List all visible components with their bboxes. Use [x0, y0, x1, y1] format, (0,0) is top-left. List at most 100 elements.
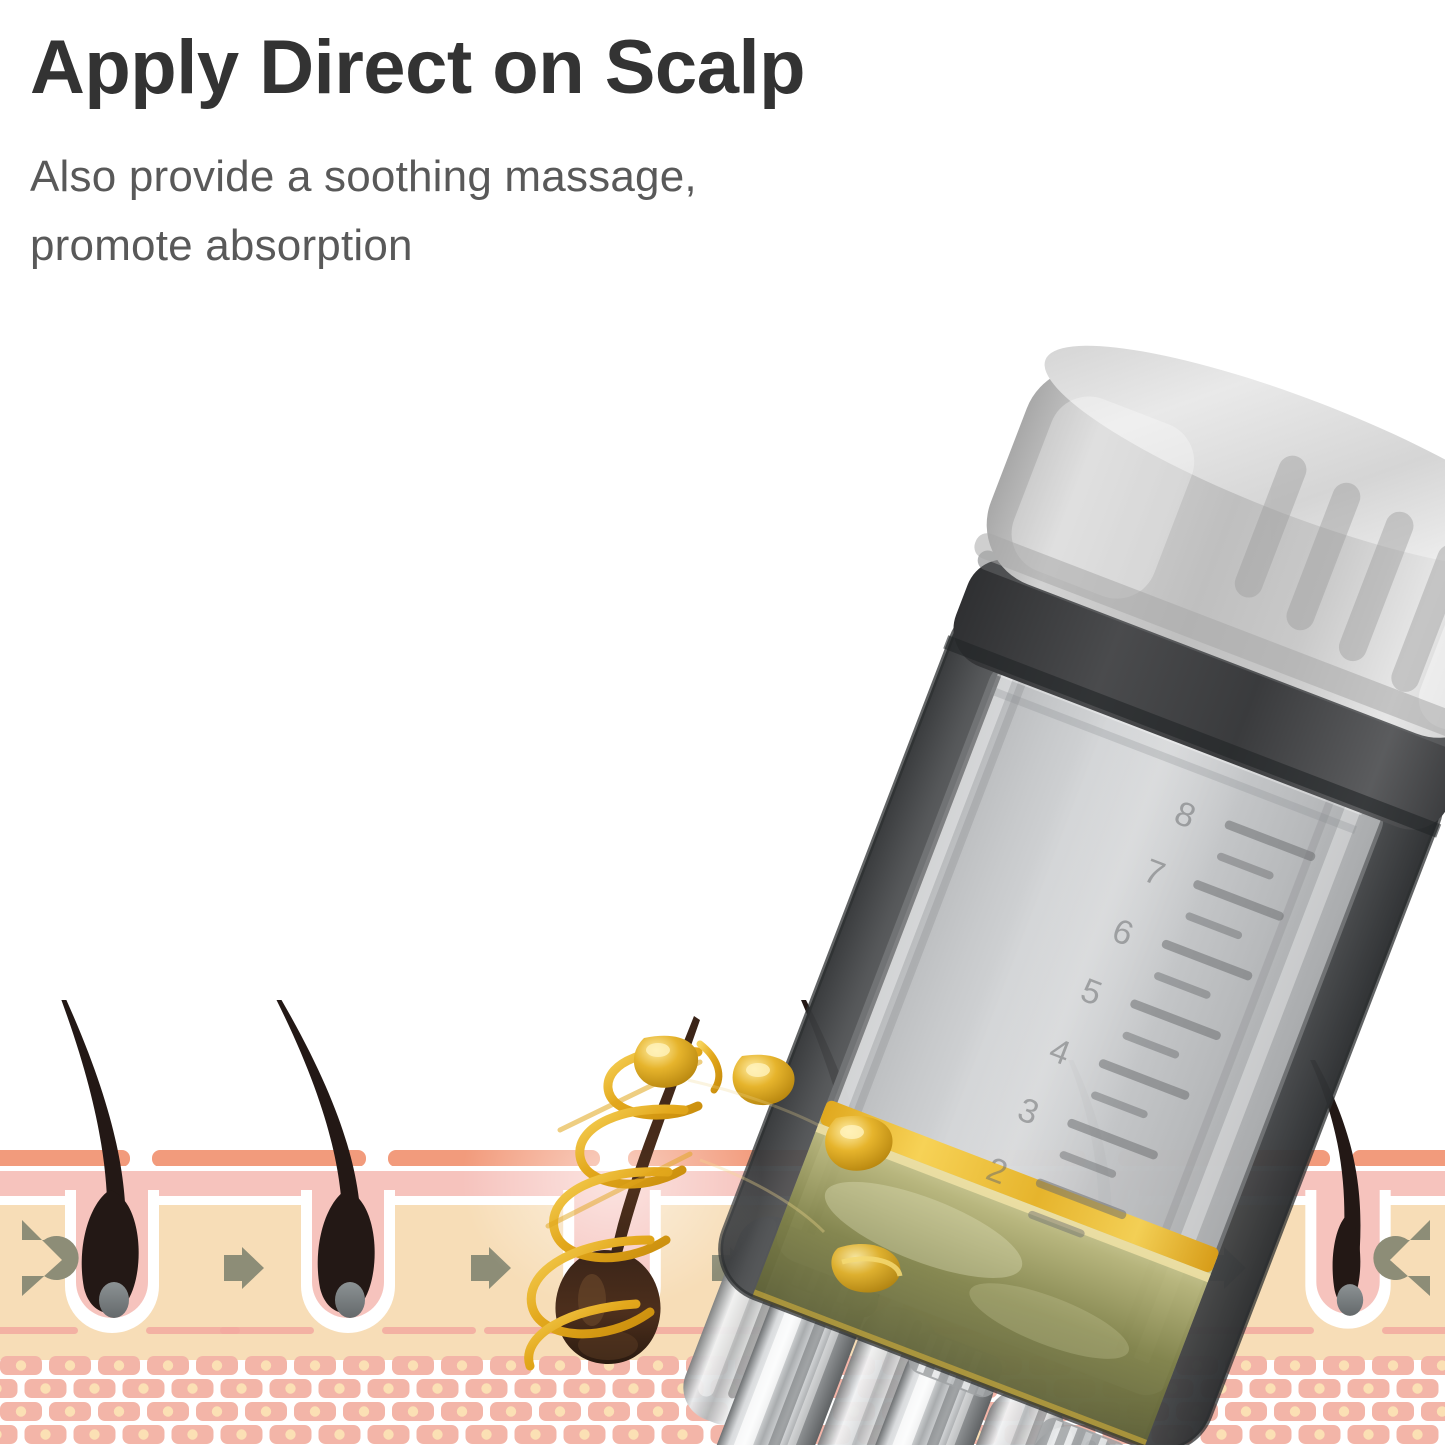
skin-cell-nucleus	[554, 1406, 566, 1417]
skin-cell-nucleus	[162, 1406, 174, 1417]
skin-cell-nucleus	[187, 1383, 198, 1394]
capillary-line	[382, 1327, 476, 1334]
skin-cell-nucleus	[1265, 1429, 1276, 1440]
capillary-line	[484, 1327, 578, 1334]
skin-cell-nucleus	[505, 1360, 517, 1371]
skin-cell-nucleus	[1118, 1383, 1129, 1394]
skin-cell-nucleus	[334, 1383, 345, 1394]
skin-cell-nucleus	[1412, 1383, 1423, 1394]
skin-cell-nucleus	[15, 1360, 27, 1371]
skin-cell-nucleus	[824, 1383, 835, 1394]
skin-cell-nucleus	[1044, 1406, 1056, 1417]
hair-root	[317, 1190, 375, 1313]
skin-cell-nucleus	[995, 1406, 1007, 1417]
skin-cell-nucleus	[456, 1360, 468, 1371]
skin-cell-nucleus	[1020, 1383, 1031, 1394]
skin-cell-nucleus	[89, 1429, 100, 1440]
capillary-line	[646, 1327, 740, 1334]
skin-cell-nucleus	[1069, 1383, 1080, 1394]
skin-cell-nucleus	[677, 1383, 688, 1394]
skin-cell-nucleus	[922, 1383, 933, 1394]
skin-cell-nucleus	[971, 1429, 982, 1440]
capillary-line	[974, 1327, 1068, 1334]
skin-cell-nucleus	[505, 1406, 517, 1417]
skin-cell-nucleus	[848, 1406, 860, 1417]
skin-cell-nucleus	[873, 1383, 884, 1394]
page-subtitle-line-1: Also provide a soothing massage,	[30, 151, 697, 201]
skin-cell-nucleus	[652, 1406, 664, 1417]
cycle-arrow-left-icon	[22, 1220, 79, 1296]
capillary-line	[1136, 1327, 1230, 1334]
skin-cell-nucleus	[64, 1360, 76, 1371]
skin-cell-nucleus	[530, 1429, 541, 1440]
skin-cell-nucleus	[1289, 1360, 1301, 1371]
skin-cell-nucleus	[138, 1383, 149, 1394]
skin-cell-nucleus	[897, 1406, 909, 1417]
skin-cell	[0, 1425, 18, 1444]
skin-cell-nucleus	[799, 1406, 811, 1417]
skin-cell-nucleus	[236, 1383, 247, 1394]
skin-cell-nucleus	[138, 1429, 149, 1440]
skin-cell-nucleus	[113, 1360, 125, 1371]
skin-cell-nucleus	[726, 1429, 737, 1440]
skin-cell-nucleus	[334, 1429, 345, 1440]
skin-cell-nucleus	[260, 1360, 272, 1371]
skin-cell-nucleus	[873, 1429, 884, 1440]
skin-cell-nucleus	[162, 1360, 174, 1371]
skin-cell-nucleus	[15, 1406, 27, 1417]
skin-cell-nucleus	[652, 1360, 664, 1371]
skin-cell-nucleus	[995, 1360, 1007, 1371]
skin-cell-nucleus	[1338, 1406, 1350, 1417]
follicle-pocket	[574, 1190, 650, 1320]
capillary-line	[220, 1327, 314, 1334]
skin-cell-nucleus	[628, 1429, 639, 1440]
epidermis-dermis-divider	[0, 1196, 1445, 1205]
cell-layer	[0, 1356, 1445, 1444]
hair-root	[81, 1190, 139, 1313]
skin-cell-nucleus	[1338, 1360, 1350, 1371]
skin-cell-nucleus	[0, 1384, 2, 1393]
skin-cell-nucleus	[946, 1406, 958, 1417]
skin-cell-nucleus	[1142, 1406, 1154, 1417]
capillary-line	[0, 1327, 78, 1334]
capillary-line	[1220, 1327, 1314, 1334]
skin-cell-nucleus	[530, 1383, 541, 1394]
skin-cell-nucleus	[579, 1429, 590, 1440]
skin-cell-nucleus	[603, 1360, 615, 1371]
skin-cell-nucleus	[89, 1383, 100, 1394]
skin-cell-nucleus	[113, 1406, 125, 1417]
skin-cell-nucleus	[579, 1383, 590, 1394]
skin-cell-nucleus	[1167, 1429, 1178, 1440]
hair-bulb	[99, 1282, 129, 1318]
skin-cell-nucleus	[922, 1429, 933, 1440]
skin-cell-nucleus	[1363, 1429, 1374, 1440]
skin-cell-nucleus	[1044, 1360, 1056, 1371]
skin-cell-nucleus	[407, 1360, 419, 1371]
skin-cell-nucleus	[187, 1429, 198, 1440]
skin-cell-nucleus	[64, 1406, 76, 1417]
capillary-line	[146, 1327, 240, 1334]
skin-cell-nucleus	[750, 1406, 762, 1417]
skin-cell-nucleus	[481, 1429, 492, 1440]
skin-cell-nucleus	[1216, 1429, 1227, 1440]
capillary-lines	[0, 1327, 1445, 1334]
skin-cell-nucleus	[432, 1383, 443, 1394]
skin-cell-nucleus	[309, 1360, 321, 1371]
skin-cell-nucleus	[1289, 1406, 1301, 1417]
hair-bulb	[335, 1282, 365, 1318]
hair-follicle-healthy	[276, 1000, 375, 1318]
skin-cell-nucleus	[432, 1429, 443, 1440]
hair-bulb	[1336, 1284, 1364, 1316]
skin-cell-nucleus	[1167, 1383, 1178, 1394]
capillary-line	[1382, 1327, 1445, 1334]
skin-cell-nucleus	[726, 1383, 737, 1394]
skin-cell-nucleus	[456, 1406, 468, 1417]
skin-cell-nucleus	[358, 1360, 370, 1371]
skin-cell-nucleus	[1118, 1429, 1129, 1440]
skin-cell-nucleus	[848, 1360, 860, 1371]
skin-cell-nucleus	[554, 1360, 566, 1371]
skin-cell-nucleus	[309, 1406, 321, 1417]
skin-cell-nucleus	[1240, 1406, 1252, 1417]
skin-cell-nucleus	[701, 1406, 713, 1417]
